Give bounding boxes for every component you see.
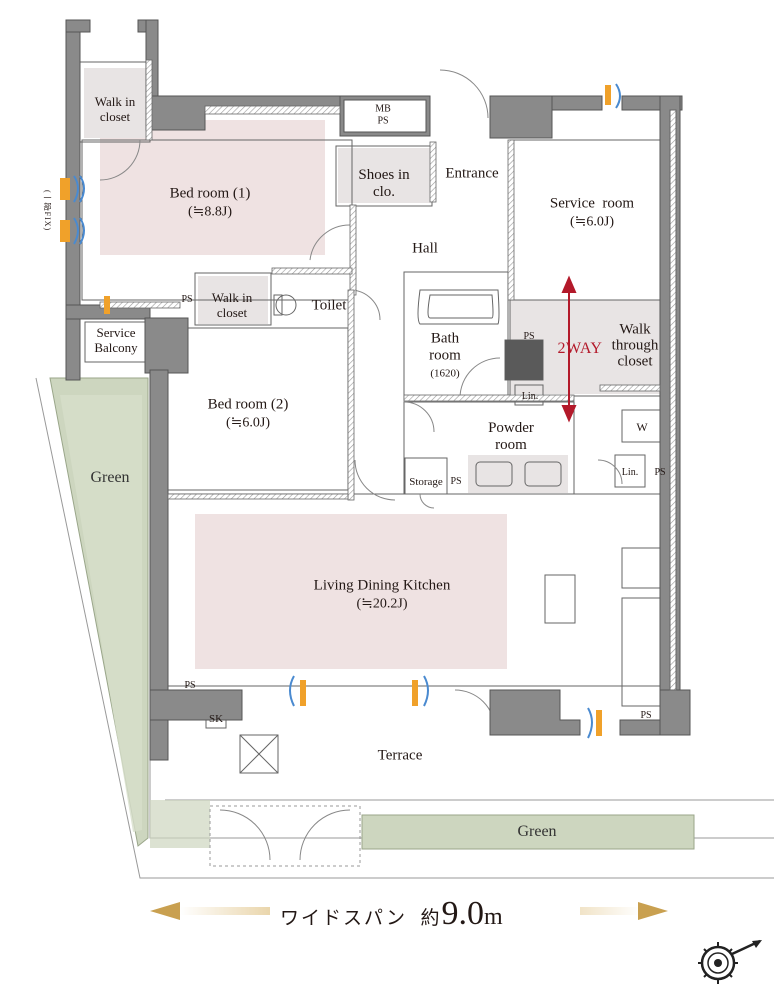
windows bbox=[60, 83, 621, 739]
service-balcony-label: Service Balcony bbox=[94, 325, 138, 355]
bed-room-1-label: Bed room (1)(≒8.8J) bbox=[169, 185, 251, 220]
entrance-label: Entrance bbox=[445, 165, 499, 182]
closet-floor-1 bbox=[84, 68, 146, 138]
partitions bbox=[99, 59, 661, 501]
ps-label-6: PS bbox=[640, 709, 652, 721]
green-area-bottom bbox=[361, 814, 695, 850]
two-way-label: 2WAY bbox=[557, 339, 603, 357]
shoes-closet-floor bbox=[338, 148, 430, 203]
span-prefix: ワイドスパン 約 bbox=[280, 908, 442, 929]
two-way-arrow bbox=[561, 275, 577, 423]
ps-label-1: PS bbox=[181, 293, 193, 305]
ldk-floor bbox=[195, 514, 507, 669]
mb-ps-label: MB PS bbox=[375, 103, 391, 127]
door-swings bbox=[99, 69, 623, 861]
span-unit: m bbox=[483, 904, 503, 930]
walk-in-closet-2-label: Walk in closet bbox=[211, 290, 253, 320]
toilet-label: Toilet bbox=[311, 297, 347, 314]
ps-label-5: PS bbox=[184, 679, 196, 691]
bed-room-2-label: Bed room (2)(≒6.0J) bbox=[207, 396, 289, 431]
hall-label: Hall bbox=[412, 240, 438, 257]
green-bottom-label: Green bbox=[517, 822, 557, 840]
ps-label-3: PS bbox=[654, 466, 666, 478]
span-value: 9.0 bbox=[441, 895, 484, 932]
wide-span-caption: ワイドスパン 約9.0m bbox=[280, 895, 580, 933]
fix-note: (一部FIX) bbox=[43, 190, 52, 232]
terrace-label: Terrace bbox=[377, 747, 423, 764]
powder-room-label: Powder room bbox=[488, 419, 534, 453]
ps-label-2: PS bbox=[523, 330, 535, 342]
service-room-label: Service room(≒6.0J) bbox=[549, 195, 635, 230]
ldk-label: Living Dining Kitchen(≒20.2J) bbox=[313, 577, 451, 612]
ps-label-4: PS bbox=[450, 475, 462, 487]
bath-room-label: Bath room(1620) bbox=[429, 330, 461, 379]
linen-label-1: Lin. bbox=[521, 390, 539, 402]
washer-label: W bbox=[636, 419, 648, 434]
walk-in-closet-1-label: Walk in closet bbox=[94, 94, 136, 124]
shoes-closet-label: Shoes in clo. bbox=[358, 166, 410, 200]
storage-label: Storage bbox=[409, 475, 443, 488]
green-left-label: Green bbox=[90, 468, 130, 486]
sink-label: SK bbox=[208, 712, 224, 725]
walk-through-closet-label: Walk through closet bbox=[611, 321, 659, 369]
compass-icon bbox=[698, 939, 762, 984]
powder-counter bbox=[468, 455, 568, 493]
linen-label-2: Lin. bbox=[621, 466, 639, 478]
